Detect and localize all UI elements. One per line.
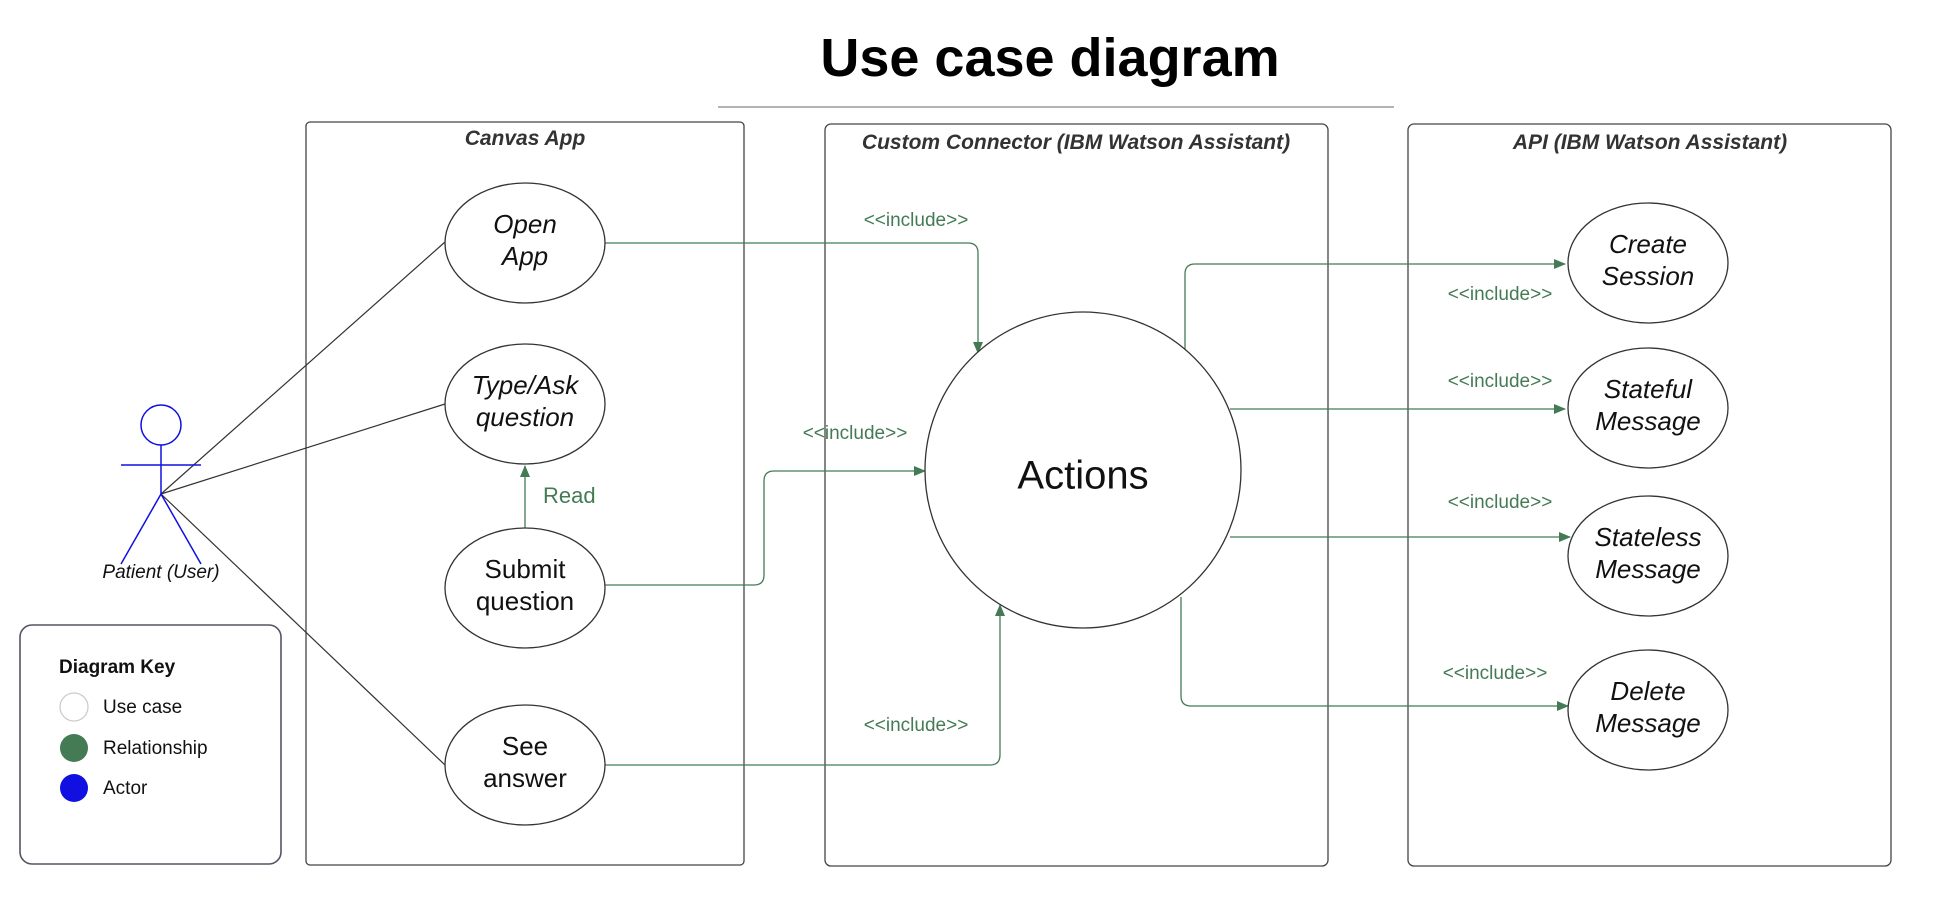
include-see-answer-to-actions — [605, 604, 1005, 766]
api-boundary — [1407, 123, 1892, 867]
assoc-see-answer — [160, 493, 446, 766]
use-case-open-app-line2: App — [500, 241, 548, 271]
use-case-open-app: Open App — [444, 182, 606, 304]
use-case-create-session-shape — [1567, 202, 1729, 324]
use-case-stateless-shape — [1567, 495, 1729, 617]
actor-left-leg — [120, 493, 162, 565]
include-label-submit: <<include>> — [803, 423, 908, 444]
use-case-see-answer-line2: answer — [483, 763, 567, 793]
use-case-delete-shape — [1567, 649, 1729, 771]
include-actions-to-create-session — [1184, 259, 1566, 350]
use-case-actions-shape — [924, 311, 1242, 629]
use-case-submit-shape — [444, 527, 606, 649]
include-label-create-session: <<include>> — [1448, 284, 1553, 305]
diagram-key-title: Diagram Key — [59, 657, 176, 678]
use-case-stateful-line2: Message — [1595, 406, 1701, 436]
diagram-title: Use case diagram — [820, 28, 1279, 88]
custom-connector-boundary — [824, 123, 1329, 867]
use-case-submit-line1: Submit — [485, 554, 567, 584]
use-case-open-app-shape — [444, 182, 606, 304]
key-actor-label: Actor — [103, 778, 148, 799]
diagram-key-box — [19, 624, 282, 865]
use-case-see-answer-line1: See — [502, 731, 548, 761]
use-case-delete: Delete Message — [1567, 649, 1729, 771]
custom-connector-label: Custom Connector (IBM Watson Assistant) — [862, 131, 1290, 154]
relationship-labels: <<include>> <<include>> <<include>> Read… — [543, 210, 1552, 736]
use-case-type-ask-shape — [444, 343, 606, 465]
use-case-submit: Submit question — [444, 527, 606, 649]
include-actions-to-delete — [1180, 597, 1569, 711]
use-case-open-app-line1: Open — [493, 209, 557, 239]
diagram-key: Diagram Key Use case Relationship Actor — [19, 624, 282, 865]
use-case-delete-line1: Delete — [1610, 676, 1685, 706]
actor-associations — [160, 241, 446, 766]
include-label-stateful: <<include>> — [1448, 371, 1553, 392]
key-actor-swatch — [60, 774, 88, 802]
assoc-type-ask — [160, 403, 446, 495]
include-label-stateless: <<include>> — [1448, 492, 1553, 513]
use-case-stateful-shape — [1567, 347, 1729, 469]
use-case-type-ask-line1: Type/Ask — [472, 370, 580, 400]
use-case-stateless-line1: Stateless — [1595, 522, 1702, 552]
include-label-open-app: <<include>> — [864, 210, 969, 231]
actor-label: Patient (User) — [102, 562, 219, 583]
use-case-see-answer-shape — [444, 704, 606, 826]
include-label-see-answer: <<include>> — [864, 715, 969, 736]
use-case-type-ask-line2: question — [476, 402, 574, 432]
use-case-create-session-line2: Session — [1602, 261, 1695, 291]
use-case-actions-label: Actions — [1017, 454, 1148, 498]
use-case-stateless-line2: Message — [1595, 554, 1701, 584]
use-case-stateful: Stateful Message — [1567, 347, 1729, 469]
canvas-app-boundary — [305, 121, 745, 866]
include-submit-to-actions — [605, 466, 926, 586]
use-case-delete-line2: Message — [1595, 708, 1701, 738]
use-case-stateless: Stateless Message — [1567, 495, 1729, 617]
key-relationship-swatch — [60, 734, 88, 762]
api-label: API (IBM Watson Assistant) — [1512, 131, 1787, 154]
read-label: Read — [543, 483, 596, 508]
actor-right-leg — [160, 493, 202, 565]
actor-patient — [120, 404, 202, 565]
include-open-app-to-actions — [605, 242, 983, 354]
canvas-app-label: Canvas App — [465, 127, 586, 150]
use-case-submit-line2: question — [476, 586, 574, 616]
assoc-open-app — [160, 241, 446, 495]
use-case-see-answer: See answer — [444, 704, 606, 826]
use-case-create-session-line1: Create — [1609, 229, 1687, 259]
key-relationship-label: Relationship — [103, 738, 208, 759]
actor-head — [140, 404, 182, 446]
use-case-create-session: Create Session — [1567, 202, 1729, 324]
use-case-actions: Actions — [924, 311, 1242, 629]
use-case-stateful-line1: Stateful — [1604, 374, 1693, 404]
relationship-connectors — [520, 242, 1571, 766]
key-use-case-swatch — [59, 692, 89, 722]
use-case-type-ask: Type/Ask question — [444, 343, 606, 465]
key-use-case-label: Use case — [103, 697, 182, 718]
include-label-delete: <<include>> — [1443, 663, 1548, 684]
